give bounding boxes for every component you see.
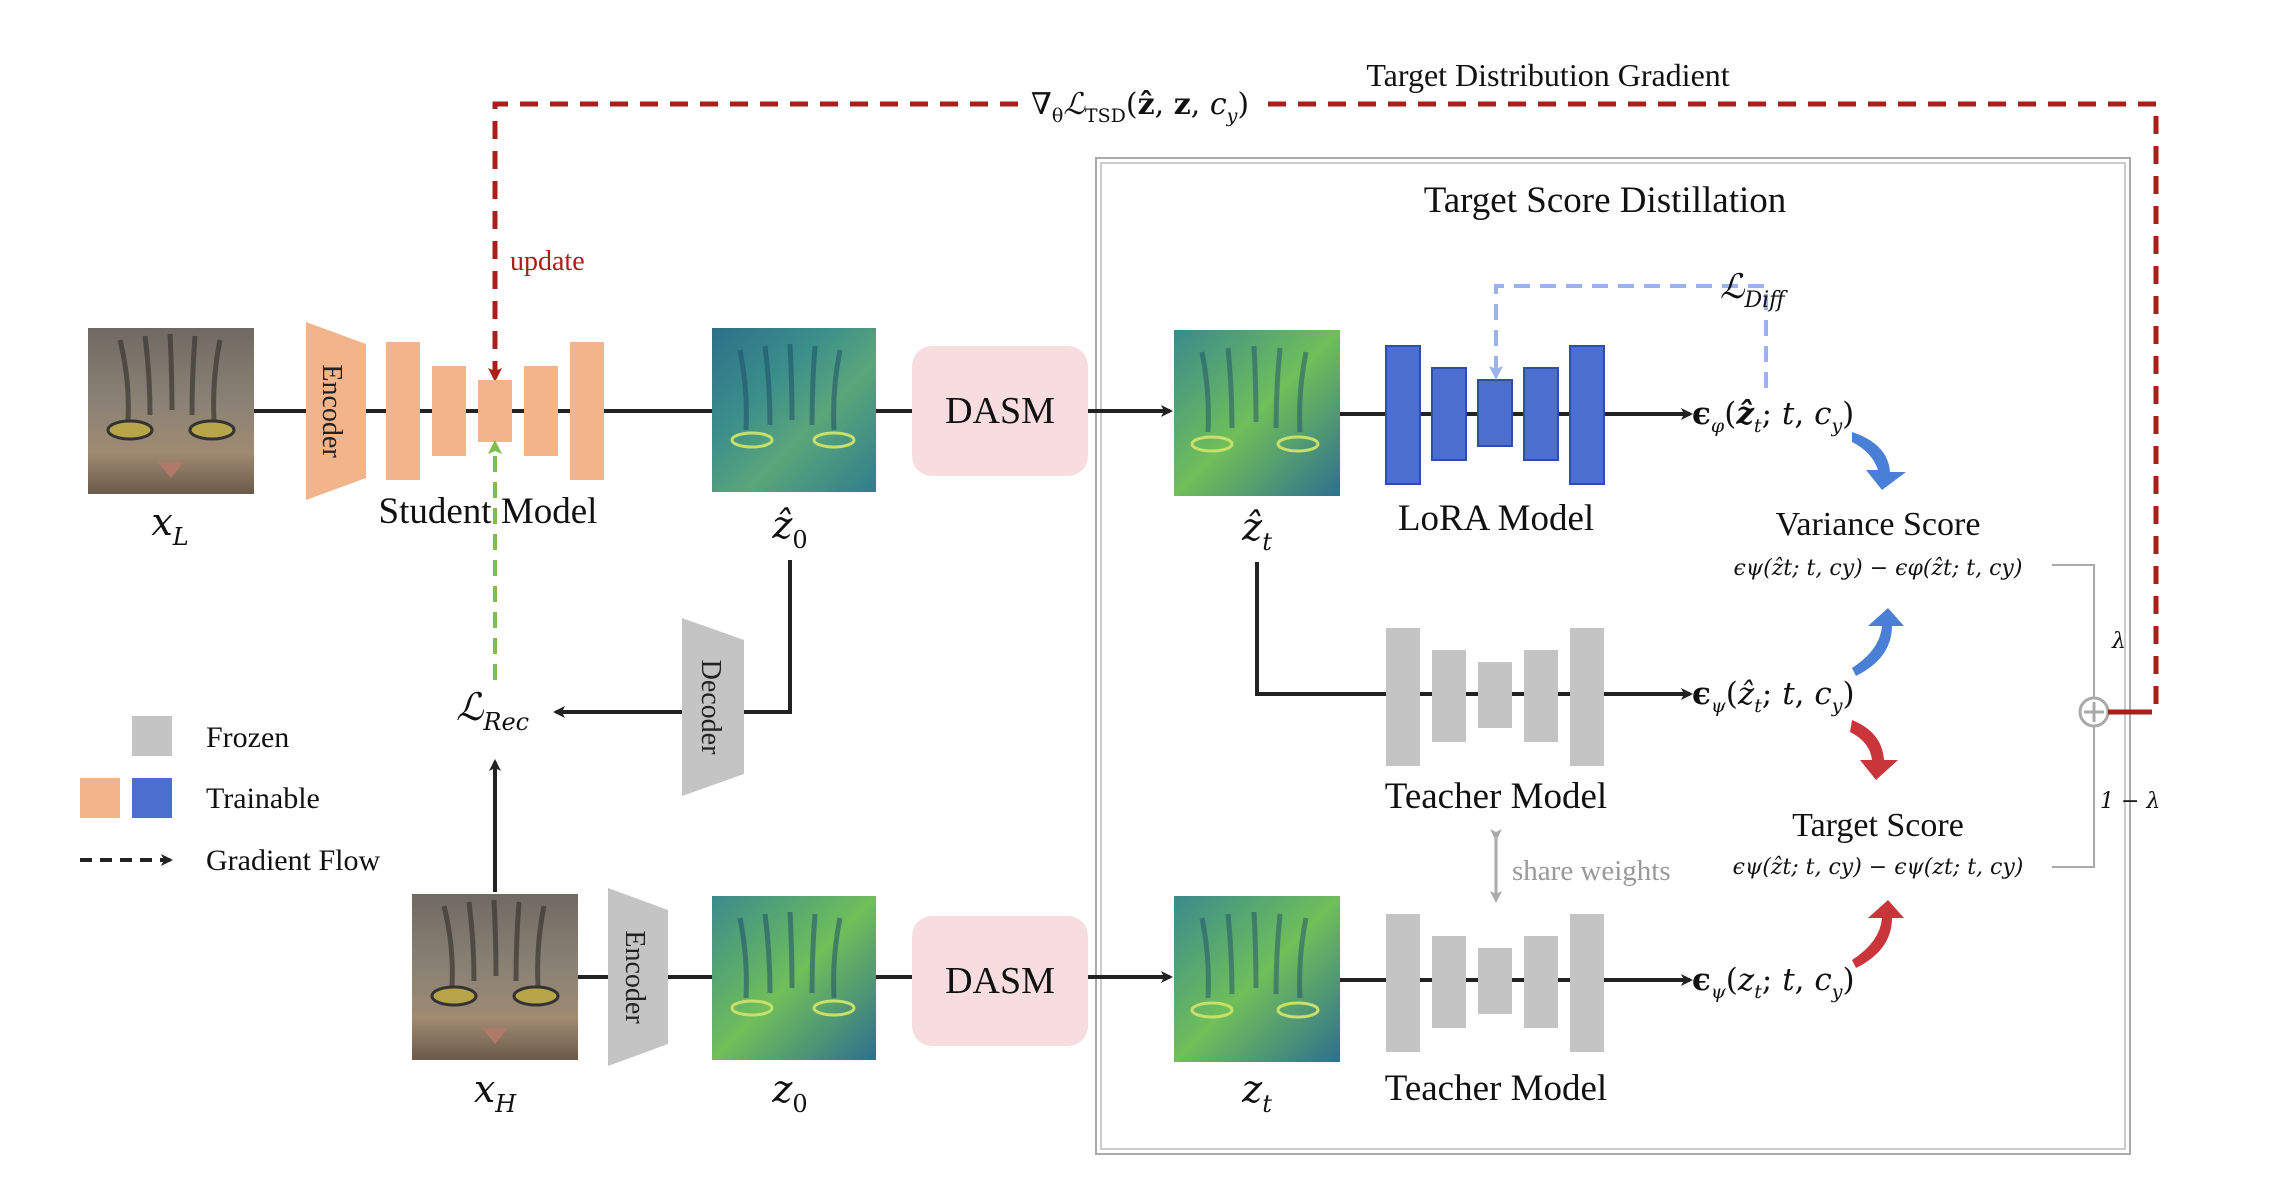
one-minus-lambda-label: 1 − λ [2100,789,2160,814]
legend-frozen-label: Frozen [206,721,289,754]
blue-curved-arrow-mid [1852,608,1904,676]
lora-model-label: LoRA Model [1398,498,1594,539]
latent-zt [1174,896,1340,1062]
label-xl: xL [151,500,188,551]
encoder2-block [608,888,668,1066]
label-z0: z0 [771,1067,807,1118]
dasm-top-box [912,346,1088,476]
input-image-xh [412,894,578,1060]
label-zthat: ẑt [1241,505,1272,556]
encoder2-label: Encoder [619,930,650,1024]
legend-trainable-blue [132,778,172,818]
dasm-bottom-box [912,916,1088,1046]
tsd-frame [1095,157,2131,1155]
score-combine-lines [2052,564,2095,868]
share-weights-label: share weights [1512,855,1671,887]
student-blocks [386,342,604,480]
sum-node [2078,696,2110,728]
loss-diff: ℒDiff [1720,267,1788,313]
teacher-top-line [1255,562,1693,700]
update-label: update [510,246,585,277]
blue-curved-arrow-top [1852,432,1906,490]
label-z0hat: ẑ0 [771,503,807,554]
latent-z0 [712,896,876,1060]
eps-phi: ϵφ(ẑt; t, cy) [1692,396,1854,437]
teacher-top-blocks [1386,628,1604,766]
legend-trainable-label: Trainable [206,782,320,815]
student-encoder-label: Encoder [316,364,347,458]
gradient-formula: ∇θℒTSD(ẑ, z, cy) [1031,87,1249,127]
red-curved-arrow-bottom [1852,900,1904,968]
teacher-top-label: Teacher Model [1385,776,1607,817]
variance-score-formula: ϵψ(ẑt; t, cy) − ϵφ(ẑt; t, cy) [1734,556,2023,581]
decoder-block [682,618,744,796]
latent-z0hat [712,328,876,492]
decoder-label: Decoder [695,660,726,756]
label-zt: zt [1241,1067,1272,1118]
legend-gradient-flow-label: Gradient Flow [206,844,380,877]
label-xh: xH [474,1067,517,1118]
eps-psi: ϵψ(zt; t, cy) [1692,962,1855,1003]
loss-rec: ℒRec [456,685,529,736]
gradient-flow-path [488,101,2159,715]
gradient-label: Target Distribution Gradient [1366,57,1729,93]
student-model-label: Student Model [379,491,598,532]
lora-blocks [1385,345,1605,485]
student-encoder [306,322,366,500]
legend-frozen-swatch [132,716,172,756]
red-curved-arrow-mid [1850,720,1898,780]
tsd-title: Target Score Distillation [1424,180,1787,221]
dasm-bottom-label: DASM [945,960,1055,1002]
legend: Frozen Trainable Gradient Flow [80,716,380,877]
legend-trainable-orange [80,778,120,818]
teacher-bottom-label: Teacher Model [1385,1068,1607,1109]
decoder-path [553,560,792,718]
dasm-top-label: DASM [945,390,1055,432]
lambda-label: λ [2111,629,2126,654]
target-score-title: Target Score [1792,807,1964,844]
diff-gradient-path [1489,284,1768,388]
teacher-bottom-blocks [1386,914,1604,1052]
latent-zthat [1174,330,1340,496]
target-score-formula: ϵψ(ẑt; t, cy) − ϵψ(zt; t, cy) [1733,855,2024,880]
eps-psi-hat: ϵψ(ẑt; t, cy) [1692,676,1855,717]
input-image-xl [88,328,254,494]
variance-score-title: Variance Score [1776,506,1981,543]
